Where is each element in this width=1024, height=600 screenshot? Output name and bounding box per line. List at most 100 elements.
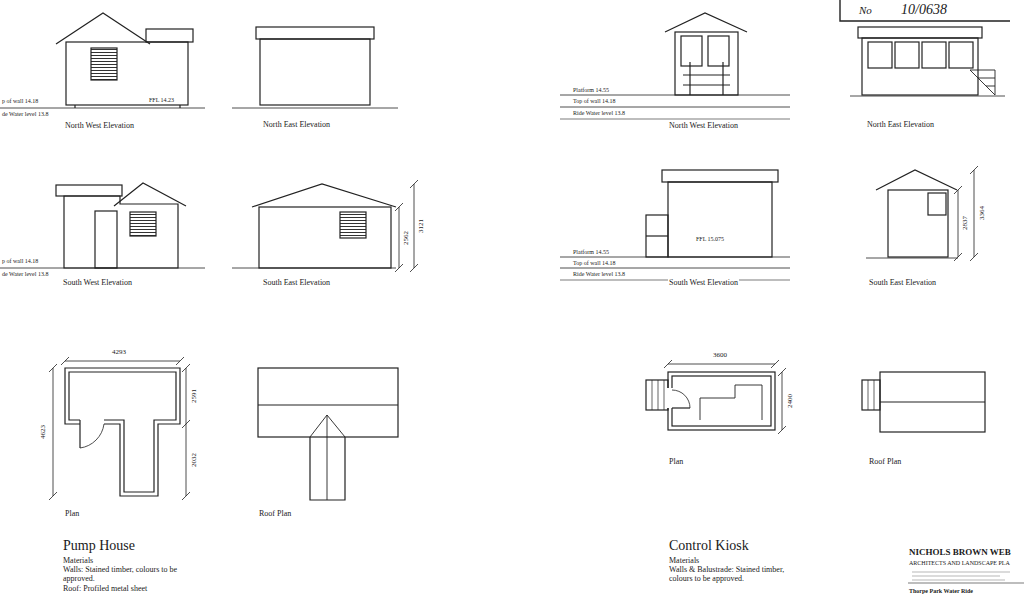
dimension: 3600: [712, 352, 728, 360]
fine-print: [912, 572, 1010, 580]
level-line: [560, 107, 790, 108]
wall: [668, 182, 772, 257]
door-leaf: [79, 420, 80, 448]
stamp-number: 10/0638: [900, 2, 948, 17]
dimension: 3364: [979, 205, 987, 221]
level-label: Ride Water level 13.8: [572, 271, 626, 278]
door-swing: [80, 424, 104, 448]
level-label: Top of wall 14.18: [572, 260, 617, 267]
dimension-line: [664, 360, 779, 368]
view-title: South East Elevation: [262, 279, 331, 288]
ground-line: [232, 268, 396, 269]
level-label: p of wall 14.18: [1, 98, 39, 105]
window: [708, 36, 729, 66]
door-gap: [665, 388, 675, 408]
dimension-line: [61, 357, 184, 365]
dimension: 4623: [40, 424, 48, 440]
steps: [646, 380, 668, 410]
level-label: Ride Water level 13.8: [572, 110, 626, 117]
dimension-line: [49, 364, 57, 500]
level-label: FFL 14.23: [148, 97, 175, 104]
wall: [259, 207, 391, 268]
louvre-window: [130, 212, 156, 236]
door-swing: [672, 390, 690, 408]
ridge-line: [880, 401, 985, 402]
wall: [66, 42, 188, 105]
gable-roof: [665, 13, 747, 32]
dimension-line: [954, 186, 962, 261]
level-label: de Water level 13.8: [1, 271, 49, 278]
dimension: 2032: [191, 452, 199, 468]
sheet-title: Pump House: [62, 538, 136, 553]
dimension: 4293: [111, 349, 127, 357]
gable-roof: [56, 13, 150, 44]
roof-outline: [880, 372, 985, 432]
level-line: [560, 95, 790, 96]
flat-roof: [662, 170, 778, 182]
louvre-window: [340, 212, 366, 238]
balustrade: [646, 235, 668, 236]
view-title: Plan: [64, 510, 80, 519]
roof-band: [256, 27, 374, 39]
dimension-line: [395, 203, 403, 272]
dimension: 2837: [962, 215, 970, 231]
wall: [260, 39, 370, 105]
ridge-line: [258, 404, 398, 405]
project-name: Thorpe Park Water Ride: [908, 588, 974, 595]
wall: [862, 38, 978, 95]
steps: [862, 380, 880, 410]
post: [179, 105, 180, 108]
roof-outline: [310, 437, 345, 500]
level-line: [560, 257, 790, 258]
level-line: [560, 268, 790, 269]
flat-roof: [146, 29, 193, 42]
stamp-box: [840, 0, 1010, 21]
view-title: North West Elevation: [668, 122, 739, 131]
gable-roof: [252, 184, 396, 207]
window: [895, 42, 919, 68]
dimension: 2591: [191, 388, 199, 404]
window: [928, 193, 946, 215]
level-label: de Water level 13.8: [1, 111, 49, 118]
steps: [970, 70, 995, 95]
plan-wall: [668, 372, 775, 430]
window: [949, 42, 973, 68]
view-title: South East Elevation: [868, 279, 937, 288]
materials-note: Roof: Profiled metal sheet: [62, 585, 148, 594]
view-title: Roof Plan: [868, 458, 902, 467]
dimension-line: [410, 180, 418, 272]
view-title: Plan: [668, 458, 684, 467]
door-leaf: [672, 407, 690, 408]
flat-roof: [56, 185, 122, 196]
wall: [888, 190, 948, 257]
title-block-rule: [908, 583, 1024, 584]
level-label: Platform 14.55: [572, 249, 610, 256]
door-gap: [80, 418, 104, 426]
materials-note: Materials: [668, 557, 700, 566]
door: [95, 211, 117, 268]
ground-line: [866, 258, 958, 259]
window: [922, 42, 946, 68]
firm-name: ARCHITECTS AND LANDSCAPE PLA: [908, 560, 1011, 567]
view-title: South West Elevation: [62, 279, 133, 288]
plan-wall: [672, 376, 771, 426]
level-line: [0, 108, 205, 109]
post: [74, 105, 75, 108]
stamp-number: No: [858, 4, 873, 16]
roof-band: [858, 27, 982, 38]
sheet-title: Control Kiosk: [668, 538, 750, 553]
materials-note: Walls & Balustrade: Stained timber, colo…: [668, 566, 788, 584]
materials-note: Materials: [62, 557, 94, 566]
dimension: 2400: [787, 393, 795, 409]
wall: [64, 196, 178, 268]
dimension-line: [778, 368, 786, 434]
valley-line: [310, 415, 345, 500]
steps: [868, 380, 874, 410]
dimension-line: [182, 364, 190, 500]
level-line: [0, 268, 205, 269]
balustrade: [683, 62, 730, 95]
level-line: [560, 119, 790, 120]
level-label: FFL 15.075: [695, 236, 725, 243]
